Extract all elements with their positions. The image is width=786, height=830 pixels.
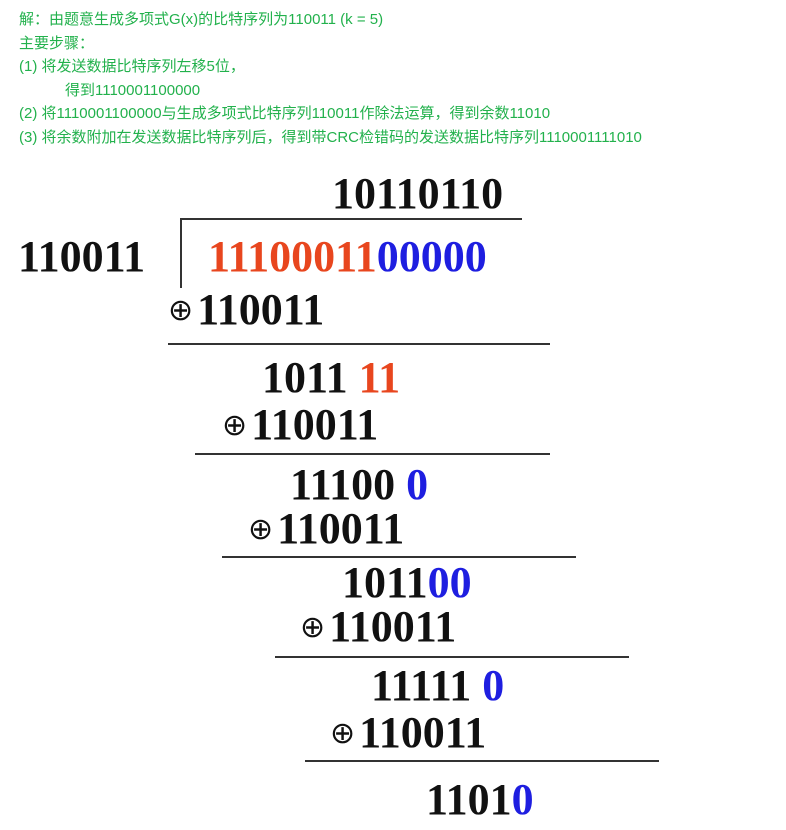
note-steps-heading: 主要步骤： (19, 34, 95, 52)
subtraction-line (305, 760, 659, 762)
divisor: 110011 (18, 232, 146, 281)
remainder-brought-down: 11 (358, 353, 401, 402)
remainder-kept: 1011 (342, 558, 428, 607)
dividend-pad-bits: 00000 (376, 232, 487, 281)
subtraction-line (168, 343, 550, 345)
note-step-2: (2) 将1110001100000与生成多项式比特序列110011作除法运算，… (19, 105, 551, 122)
xor-symbol: ⊕ (330, 716, 356, 751)
xor-row: ⊕110011 (300, 605, 456, 649)
xor-row: ⊕110011 (222, 403, 378, 447)
xor-operand: 110011 (277, 504, 405, 553)
xor-operand: 110011 (329, 602, 457, 651)
subtraction-line (222, 556, 576, 558)
partial-remainder: 1011 11 (262, 356, 400, 400)
dividend-data-bits: 11100011 (208, 232, 377, 281)
partial-remainder: 101100 (342, 561, 472, 605)
xor-operand: 110011 (197, 285, 325, 334)
remainder-kept: 11111 (371, 661, 472, 710)
note-step-3: (3) 将余数附加在发送数据比特序列后，得到带CRC检错码的发送数据比特序列11… (19, 128, 642, 146)
remainder-kept: 11100 (290, 460, 396, 509)
remainder-brought-down: 0 (482, 661, 505, 710)
xor-operand: 110011 (359, 708, 487, 757)
xor-row: ⊕110011 (330, 711, 486, 755)
note-step-1: (1) 将发送数据比特序列左移5位， (19, 58, 245, 75)
xor-row: ⊕110011 (248, 507, 404, 551)
remainder-brought-down: 0 (406, 460, 429, 509)
remainder-kept: 1011 (262, 353, 348, 402)
final-remainder: 11010 (426, 778, 534, 822)
xor-symbol: ⊕ (168, 293, 194, 328)
xor-symbol: ⊕ (248, 512, 274, 547)
partial-remainder: 11111 0 (371, 664, 504, 708)
xor-operand: 110011 (251, 400, 379, 449)
quotient: 10110110 (332, 169, 504, 218)
division-bracket (180, 218, 182, 288)
subtraction-line (195, 453, 550, 455)
xor-row: ⊕110011 (168, 288, 324, 332)
xor-symbol: ⊕ (222, 408, 248, 443)
note-step-1-result: 得到1110001100000 (65, 81, 201, 99)
dividend: 1110001100000 (208, 235, 487, 279)
solution-notes: 解：由题意生成多项式G(x)的比特序列为110011 (k = 5) 主要步骤：… (19, 8, 642, 149)
xor-symbol: ⊕ (300, 610, 326, 645)
note-problem: 解：由题意生成多项式G(x)的比特序列为110011 (k = 5) (19, 11, 384, 28)
remainder-brought-down: 0 (511, 775, 534, 824)
division-bar (180, 218, 522, 220)
remainder-kept: 1101 (426, 775, 512, 824)
subtraction-line (275, 656, 629, 658)
partial-remainder: 11100 0 (290, 463, 428, 507)
remainder-brought-down: 00 (427, 558, 472, 607)
